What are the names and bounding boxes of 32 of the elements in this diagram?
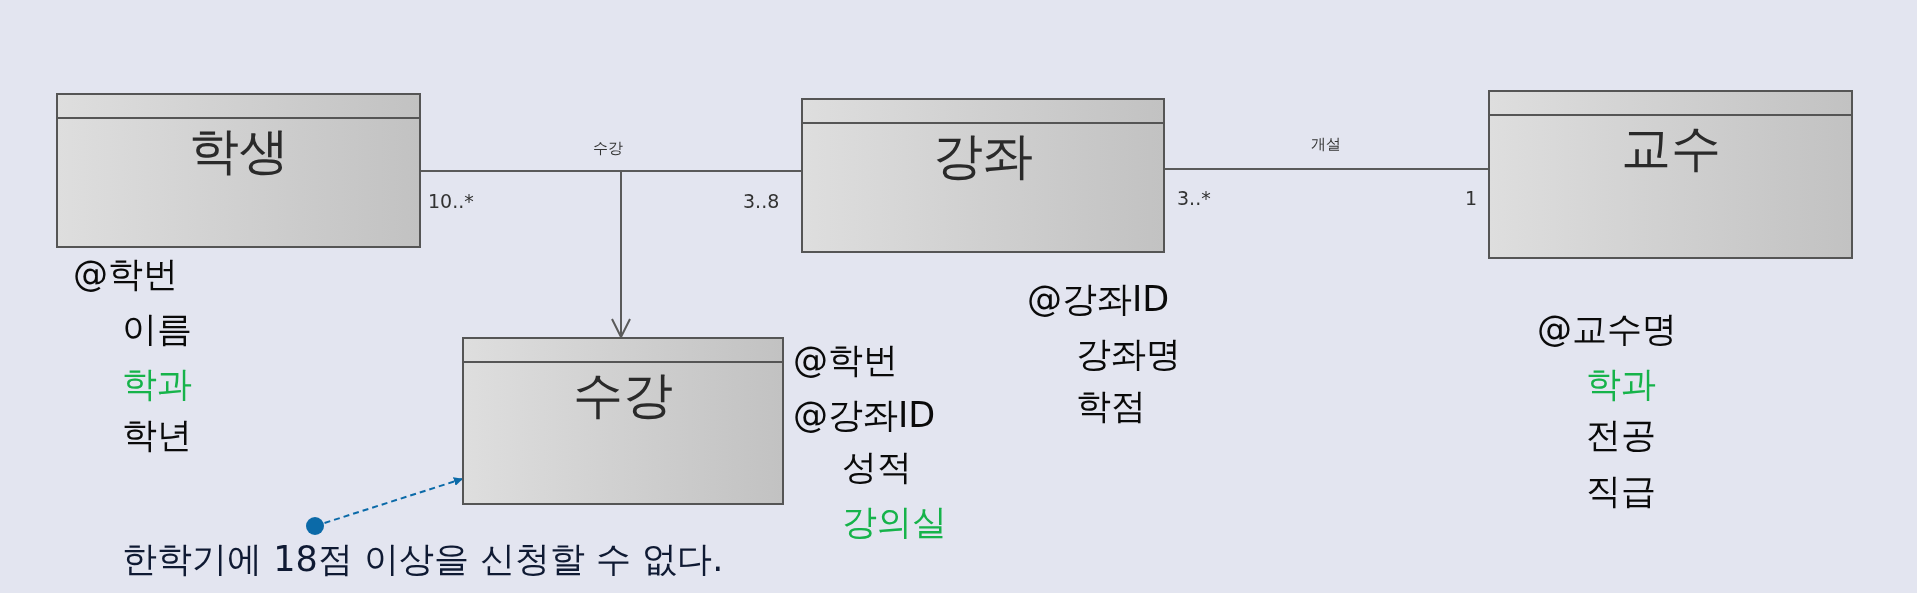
attribute-text: 강의실 xyxy=(842,501,947,543)
attribute-text: 전공 xyxy=(1586,414,1656,456)
multiplicity-label: 3..* xyxy=(1177,189,1211,208)
class-name: 강좌 xyxy=(933,128,1033,186)
leader-line xyxy=(306,477,463,535)
attribute-text: 성적 xyxy=(842,446,912,488)
attribute-text: @교수명 xyxy=(1537,308,1677,350)
attribute-text: 학점 xyxy=(1076,385,1146,427)
attribute-text: @강좌ID xyxy=(793,394,936,436)
class-name: 수강 xyxy=(573,367,673,425)
multiplicity-label: 1 xyxy=(1465,189,1478,208)
attribute-text: 학과 xyxy=(122,363,192,405)
multiplicity-label: 3..8 xyxy=(743,192,780,211)
class-name: 교수 xyxy=(1620,120,1721,178)
note-text: 한학기에 18점 이상을 신청할 수 없다. xyxy=(122,538,724,580)
multiplicity-label: 10..* xyxy=(428,192,474,211)
association-line xyxy=(420,170,802,172)
attribute-text: 직급 xyxy=(1586,470,1656,512)
attribute-text: 학년 xyxy=(122,414,192,456)
attribute-text: @강좌ID xyxy=(1027,278,1170,320)
class-box xyxy=(462,337,784,505)
association-line xyxy=(1164,168,1489,170)
attribute-text: @학번 xyxy=(73,253,178,295)
class-box xyxy=(1488,90,1853,259)
attribute-text: @학번 xyxy=(793,339,898,381)
attribute-text: 이름 xyxy=(122,308,192,350)
class-box xyxy=(801,98,1165,253)
class-name: 학생 xyxy=(188,123,289,181)
attribute-text: 강좌명 xyxy=(1076,333,1181,375)
arrow xyxy=(611,170,631,338)
attribute-text: 학과 xyxy=(1586,363,1656,405)
class-box xyxy=(56,93,421,248)
